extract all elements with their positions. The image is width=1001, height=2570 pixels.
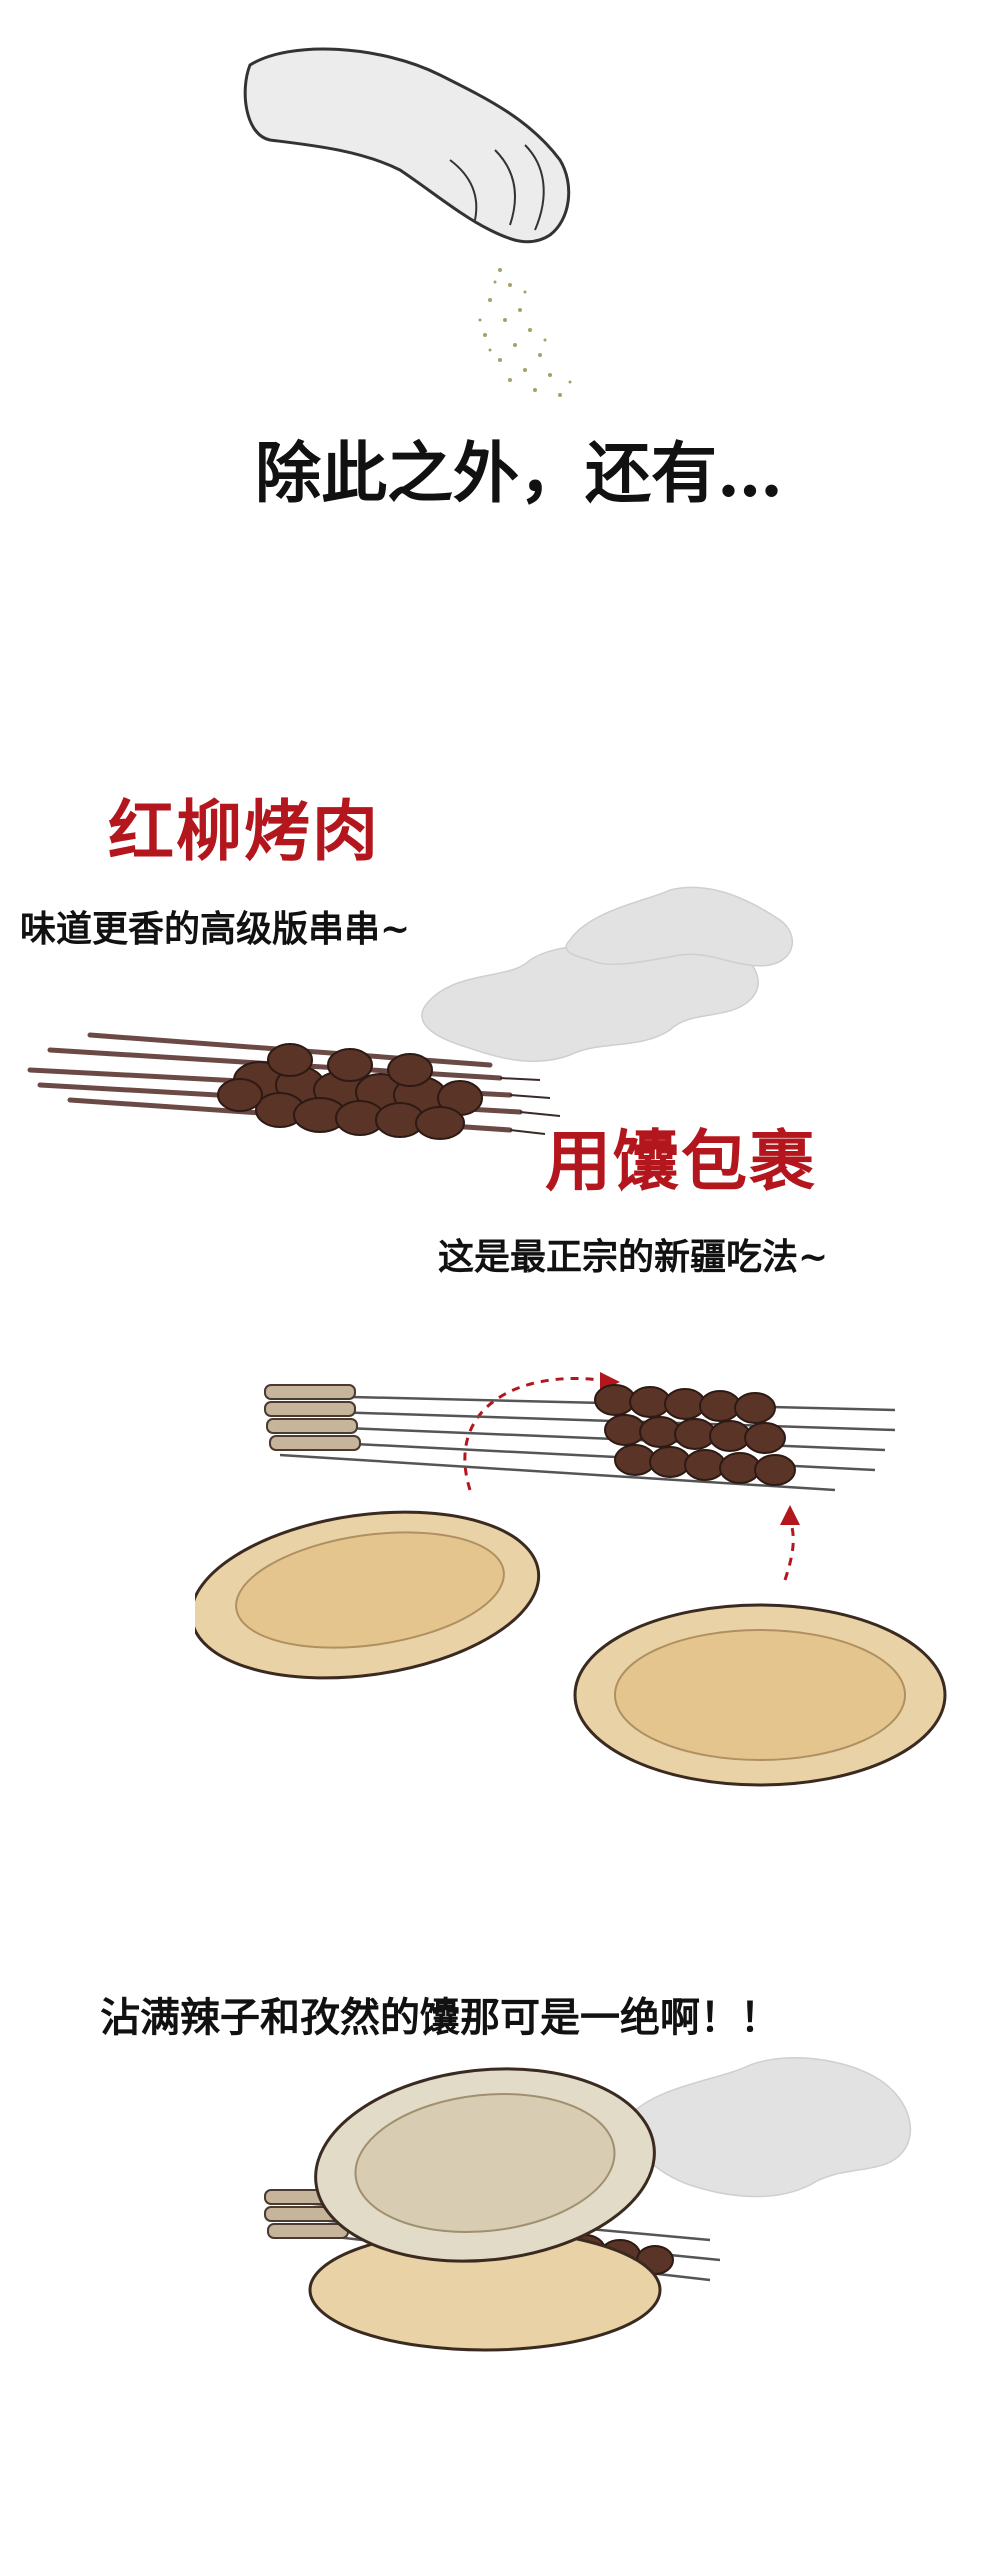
section-subtitle-wrap-with-naan: 这是最正宗的新疆吃法~ [438, 1236, 829, 1278]
section-title-wrap-with-naan: 用馕包裹 [545, 1122, 817, 1200]
caption-naan-with-spices: 沾满辣子和孜然的馕那可是一绝啊！！ [100, 1994, 780, 2041]
section-title-red-willow-kebab: 红柳烤肉 [108, 792, 380, 870]
red-willow-skewers-illustration [10, 880, 810, 1210]
naan-wrapped-kebab-illustration [250, 2045, 950, 2375]
headline: 除此之外，还有… [255, 434, 783, 512]
hand-sprinkling-illustration [230, 20, 610, 420]
section-subtitle-red-willow-kebab: 味道更香的高级版串串~ [20, 908, 411, 950]
naan-and-kebab-illustration [195, 1320, 955, 1800]
